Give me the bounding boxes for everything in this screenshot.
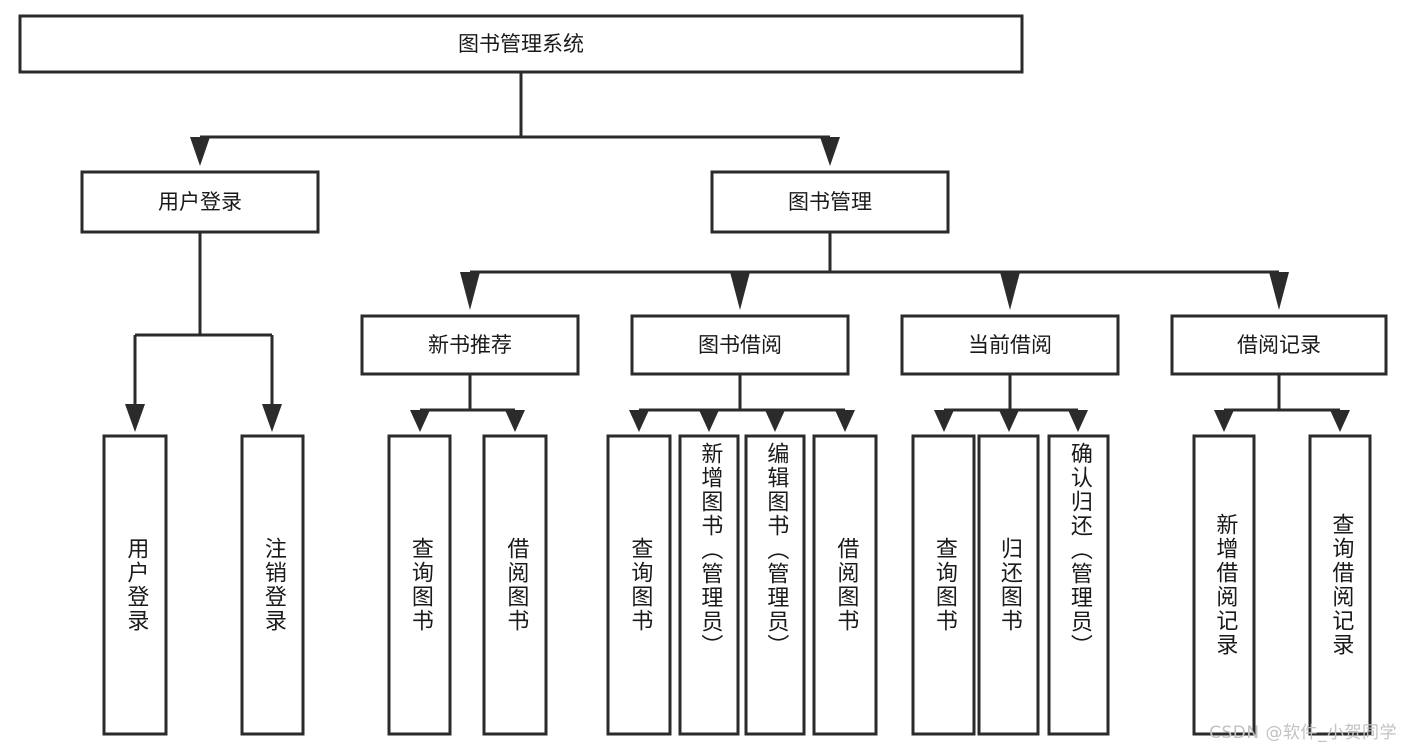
leaf-node-query-book-b[interactable] xyxy=(606,434,672,736)
leaf-rect-user-login[interactable] xyxy=(102,434,168,736)
node-book-management-label: 图书管理 xyxy=(788,190,872,214)
csdn-watermark: CSDN @软件_小贺同学 xyxy=(1209,723,1397,743)
node-book-borrow[interactable]: 图书借阅 xyxy=(630,314,850,376)
leaf-rect-confirm-return[interactable] xyxy=(1047,434,1110,736)
connector-group-current-borrow-to-leaves xyxy=(934,374,1088,432)
leaf-rect-query-book-b[interactable] xyxy=(606,434,672,736)
node-new-book-recommend-label: 新书推荐 xyxy=(428,333,512,357)
connector-group-new-book-rec-to-leaves xyxy=(410,374,525,432)
arrow-head-leaf-user-login xyxy=(125,404,145,432)
leaf-node-borrow-book-a[interactable] xyxy=(482,434,548,736)
arrow-head-book-borrow xyxy=(730,272,750,310)
node-book-management-rect[interactable] xyxy=(710,170,950,234)
leaf-rect-borrow-book-a[interactable] xyxy=(482,434,548,736)
leaf-rect-logout[interactable] xyxy=(240,434,305,736)
arrow-head-leaf-query-book-c xyxy=(934,410,954,432)
arrow-head-leaf-confirm-return xyxy=(1068,410,1088,432)
leaf-node-logout[interactable] xyxy=(240,434,305,736)
node-root-rect[interactable] xyxy=(18,14,1024,74)
leaf-node-query-book-c[interactable] xyxy=(911,434,976,736)
leaf-node-add-record[interactable] xyxy=(1192,434,1256,736)
connector-group-book-borrow-to-leaves xyxy=(629,374,855,432)
leaf-rect-query-book-a[interactable] xyxy=(387,434,452,736)
leaf-rect-borrow-book-b[interactable] xyxy=(812,434,878,736)
node-root[interactable]: 图书管理系统 xyxy=(18,14,1024,74)
node-borrow-record-label: 借阅记录 xyxy=(1237,333,1321,357)
leaf-node-borrow-book-b[interactable] xyxy=(812,434,878,736)
arrow-head-leaf-query-book-b xyxy=(629,410,649,432)
leaf-rect-add-record[interactable] xyxy=(1192,434,1256,736)
node-user-login-label: 用户登录 xyxy=(158,190,242,214)
node-user-login-rect[interactable] xyxy=(80,170,320,234)
arrow-head-leaf-borrow-book-b xyxy=(835,410,855,432)
leaf-node-confirm-return[interactable] xyxy=(1047,434,1110,736)
node-book-borrow-rect[interactable] xyxy=(630,314,850,376)
arrow-head-leaf-add-record xyxy=(1214,410,1234,432)
leaf-node-query-record[interactable] xyxy=(1308,434,1372,736)
node-user-login[interactable]: 用户登录 xyxy=(80,170,320,234)
leaf-node-edit-book[interactable] xyxy=(744,434,806,736)
leaf-rect-query-record[interactable] xyxy=(1308,434,1372,736)
leaf-node-add-book[interactable] xyxy=(678,434,740,736)
leaf-node-return-book[interactable] xyxy=(977,434,1040,736)
connector-group-book-mgmt-to-level3 xyxy=(460,232,1289,310)
arrow-head-leaf-query-record xyxy=(1330,410,1350,432)
node-book-borrow-label: 图书借阅 xyxy=(698,333,782,357)
arrow-head-leaf-edit-book xyxy=(765,410,785,432)
connector-group-borrow-record-to-leaves xyxy=(1214,374,1350,432)
arrow-head-user-login xyxy=(190,137,210,166)
node-book-management[interactable]: 图书管理 xyxy=(710,170,950,234)
leaf-node-user-login[interactable] xyxy=(102,434,168,736)
node-root-label: 图书管理系统 xyxy=(458,32,584,56)
leaf-node-query-book-a[interactable] xyxy=(387,434,452,736)
arrow-head-leaf-add-book xyxy=(699,410,719,432)
arrow-head-leaf-logout xyxy=(262,404,282,432)
node-borrow-record[interactable]: 借阅记录 xyxy=(1170,314,1388,376)
arrow-head-leaf-query-book-a xyxy=(410,410,430,432)
node-current-borrow[interactable]: 当前借阅 xyxy=(900,314,1120,376)
leaf-rect-query-book-c[interactable] xyxy=(911,434,976,736)
arrow-head-borrow-record xyxy=(1269,272,1289,310)
connector-group-root-to-level2 xyxy=(190,72,840,166)
arrow-head-leaf-borrow-book-a xyxy=(505,410,525,432)
node-new-book-recommend-rect[interactable] xyxy=(360,314,580,376)
connector-group-user-login-to-leaves xyxy=(125,232,282,432)
node-current-borrow-rect[interactable] xyxy=(900,314,1120,376)
node-new-book-recommend[interactable]: 新书推荐 xyxy=(360,314,580,376)
arrow-head-current-borrow xyxy=(1000,272,1020,310)
leaf-rect-return-book[interactable] xyxy=(977,434,1040,736)
arrow-head-book-mgmt xyxy=(820,137,840,166)
arrow-head-new-book-rec xyxy=(460,272,480,310)
node-borrow-record-rect[interactable] xyxy=(1170,314,1388,376)
leaf-rect-edit-book[interactable] xyxy=(744,434,806,736)
arrow-head-leaf-return-book xyxy=(999,410,1019,432)
node-current-borrow-label: 当前借阅 xyxy=(968,333,1052,357)
leaf-rect-add-book[interactable] xyxy=(678,434,740,736)
